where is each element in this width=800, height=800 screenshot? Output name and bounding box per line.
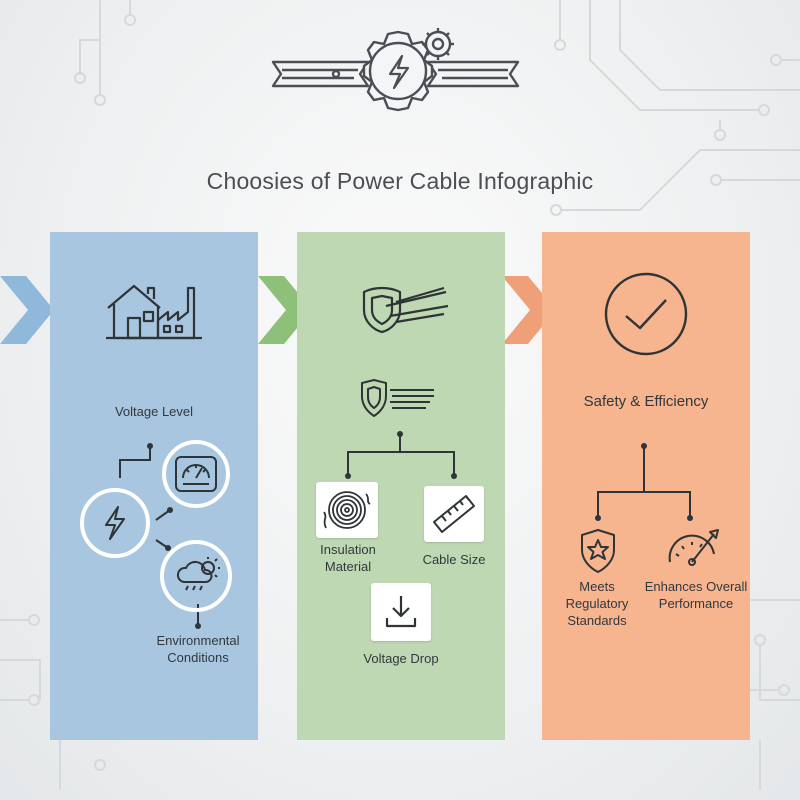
insulation-material-label: Insulation Material	[320, 542, 376, 574]
lightning-ring	[80, 488, 150, 558]
coil-icon	[323, 491, 371, 529]
shield-icon	[361, 379, 434, 417]
safety-tree	[595, 443, 693, 521]
blue-chevron-1	[0, 276, 54, 344]
page-title: Choosies of Power Cable Infographic	[206, 168, 594, 194]
ruler-icon	[433, 495, 475, 533]
enhances-performance-label: Enhances Overall Performance	[644, 579, 748, 611]
weather-icon	[176, 557, 220, 591]
lightning-icon	[105, 506, 125, 540]
star-shield-icon	[581, 529, 615, 573]
meets-standards-label: Meets Regulatory Standards	[565, 579, 629, 628]
safety-efficiency-label: Safety & Efficiency	[583, 393, 709, 410]
weather-ring	[160, 540, 232, 612]
speedometer-icon	[668, 529, 719, 566]
cable-size-label: Cable Size	[422, 552, 486, 567]
gauge-icon	[175, 456, 217, 492]
house-factory-icon	[106, 284, 202, 340]
voltage-drop-label: Voltage Drop	[363, 651, 439, 666]
environmental-conditions-label: Environmental Conditions	[156, 633, 240, 665]
cable-size-card	[424, 486, 484, 542]
cable-shield-icon	[362, 286, 449, 334]
checkmark-circle-icon	[604, 272, 688, 356]
gauge-ring	[162, 440, 230, 508]
voltage-level-label: Voltage Level	[114, 404, 194, 419]
safety-panel	[542, 232, 750, 740]
lightning-gear-emblem-icon	[271, 28, 520, 112]
download-arrow-icon	[385, 596, 417, 628]
materials-tree	[345, 431, 457, 479]
